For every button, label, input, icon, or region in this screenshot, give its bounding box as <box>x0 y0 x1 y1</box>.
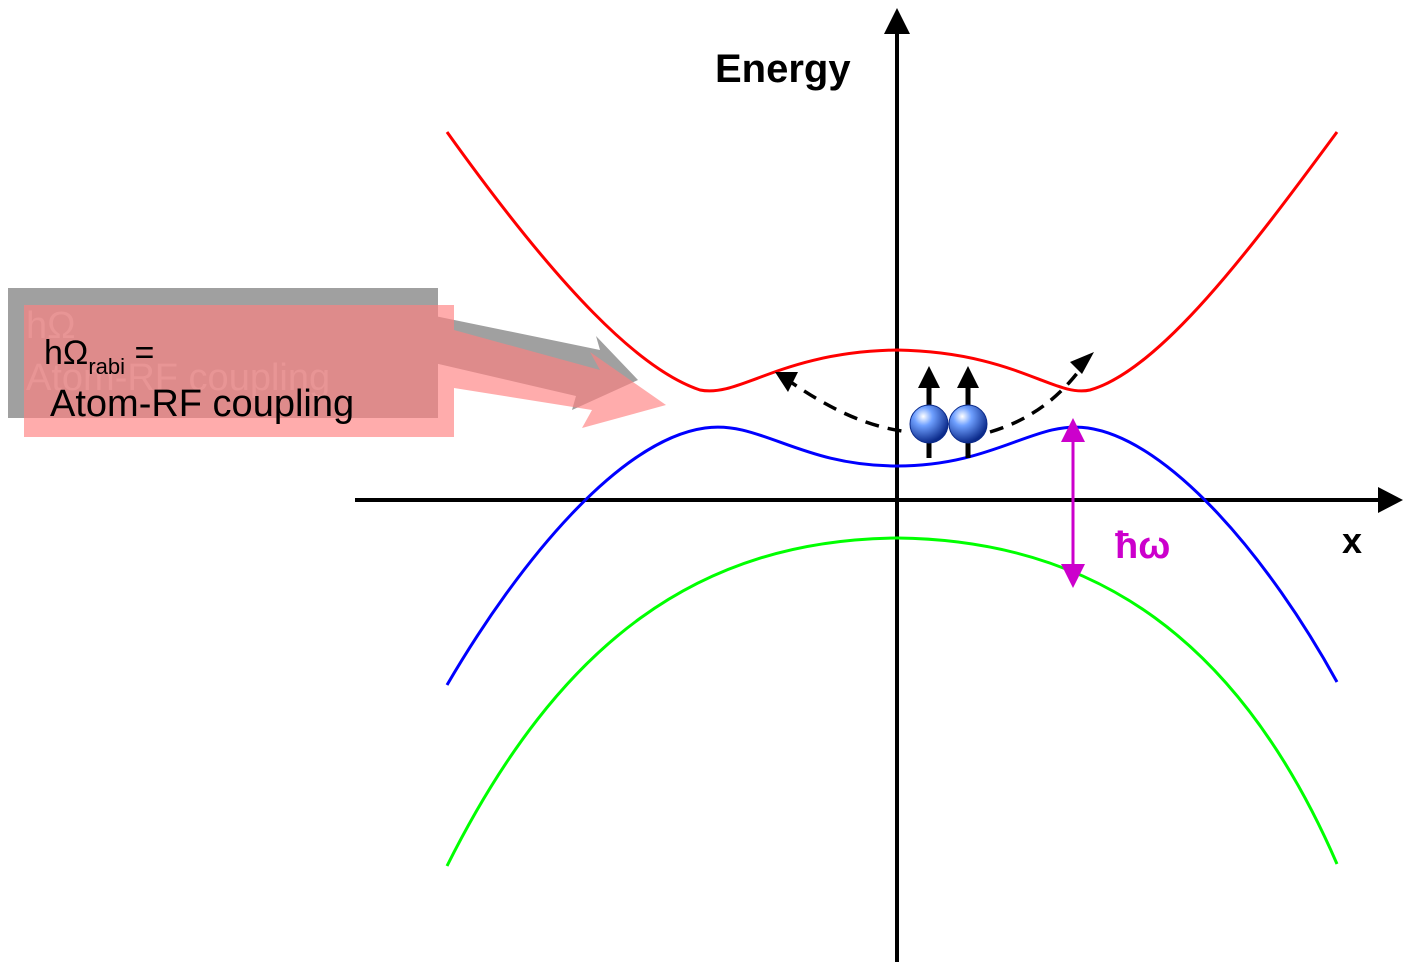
rabi-callout: hΩrabi = Atom-RF coupling <box>24 305 666 437</box>
energy-axis-arrowhead <box>884 8 910 34</box>
rabi-symbol: hΩ <box>44 334 88 372</box>
x-axis-arrowhead <box>1378 487 1403 513</box>
dashed-curved-arrow-icon <box>775 352 1094 434</box>
svg-text:hΩrabi =: hΩrabi = <box>44 334 154 379</box>
energy-axis-label: Energy <box>715 47 851 91</box>
callout-arrow <box>454 330 666 428</box>
energy-gap-arrow: ħω <box>1061 418 1170 588</box>
upper-curve <box>445 131 1339 393</box>
callout-box <box>24 305 454 437</box>
spin-up-atom-icon <box>909 366 988 458</box>
rabi-equals: = <box>125 334 154 372</box>
lower-curve <box>445 536 1339 867</box>
x-axis-label: x <box>1342 520 1362 561</box>
middle-curve <box>445 425 1339 686</box>
callout-line2: Atom-RF coupling <box>50 383 354 425</box>
hbar-omega-label: ħω <box>1115 525 1170 567</box>
rabi-subscript: rabi <box>88 354 125 379</box>
axes: Energy x <box>355 8 1403 962</box>
